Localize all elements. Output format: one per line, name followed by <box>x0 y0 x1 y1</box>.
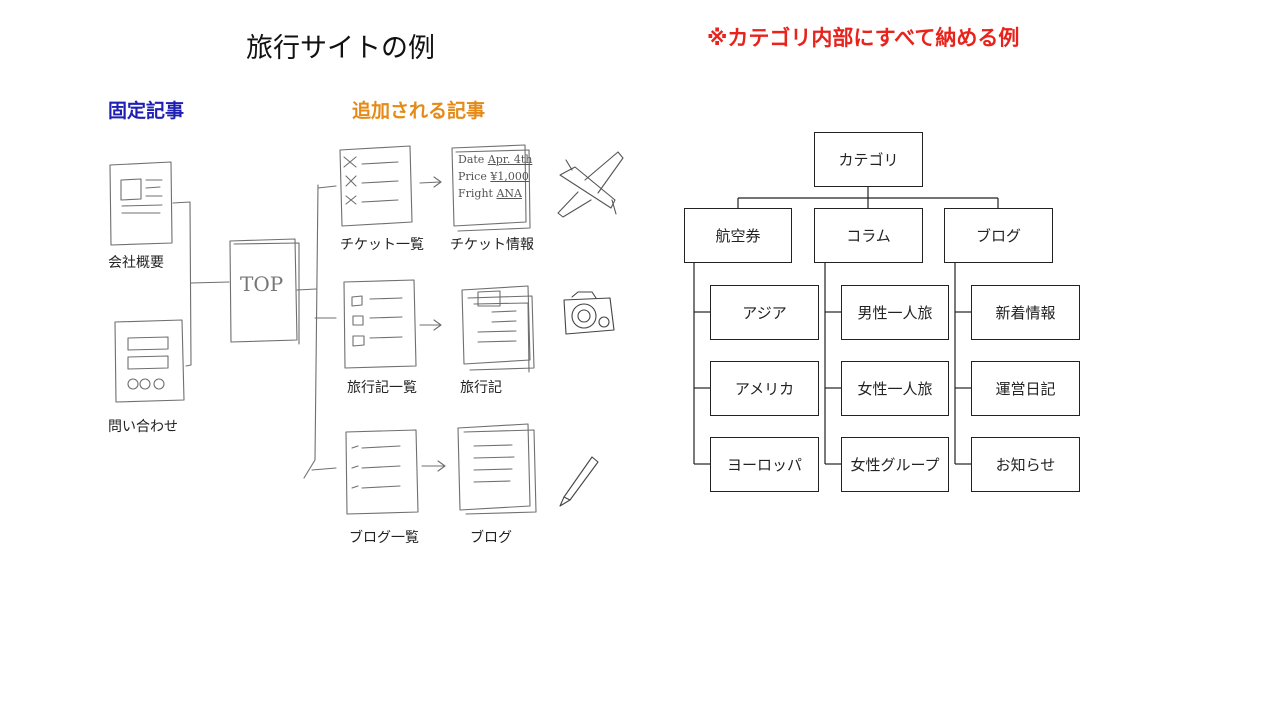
tree-leaf-female-solo: 女性一人旅 <box>841 361 949 416</box>
company-overview-label: 会社概要 <box>108 255 164 271</box>
pen-icon <box>559 456 599 507</box>
top-label: TOP <box>240 272 284 296</box>
ticket-info-label: チケット情報 <box>450 237 534 253</box>
blog-list-label: ブログ一覧 <box>349 530 419 546</box>
contact-label: 問い合わせ <box>108 419 178 435</box>
airplane-icon <box>557 151 624 218</box>
added-articles-heading: 追加される記事 <box>352 100 486 122</box>
tree-leaf-america: アメリカ <box>710 361 819 416</box>
tree-leaf-asia: アジア <box>710 285 819 340</box>
ticket-detail-sketch <box>451 144 531 232</box>
blog-detail-sketch <box>457 423 537 515</box>
tree-node-column: コラム <box>814 208 923 263</box>
travel-record-label: 旅行記 <box>460 380 502 396</box>
tree-leaf-admin-diary: 運営日記 <box>971 361 1080 416</box>
ticket-list-label: チケット一覧 <box>340 237 424 253</box>
tree-leaf-male-solo: 男性一人旅 <box>841 285 949 340</box>
top-page-sketch <box>229 238 300 345</box>
tree-root-category: カテゴリ <box>814 132 923 187</box>
tree-node-blog: ブログ <box>944 208 1053 263</box>
tree-node-airline-tickets: 航空券 <box>684 208 792 263</box>
company-page-sketch <box>109 161 173 246</box>
contact-page-sketch <box>114 319 185 403</box>
ticket-list-sketch <box>339 145 413 227</box>
ticket-field-flight: Fright ANA <box>458 187 522 200</box>
tree-leaf-female-group: 女性グループ <box>841 437 949 492</box>
tree-leaf-notices: お知らせ <box>971 437 1080 492</box>
fixed-articles-heading: 固定記事 <box>108 100 185 122</box>
blog-label: ブログ <box>470 530 512 546</box>
ticket-field-price: Price ¥1,000 <box>458 170 529 183</box>
travel-list-label: 旅行記一覧 <box>347 380 417 396</box>
blog-list-sketch <box>345 429 419 515</box>
tree-leaf-europe: ヨーロッパ <box>710 437 819 492</box>
ticket-field-date: Date Apr. 4th <box>458 153 533 166</box>
travel-detail-sketch <box>461 285 535 373</box>
page-title: 旅行サイトの例 <box>246 33 435 64</box>
tree-leaf-news: 新着情報 <box>971 285 1080 340</box>
category-example-title: ※カテゴリ内部にすべて納める例 <box>707 26 1020 50</box>
travel-list-sketch <box>343 279 417 369</box>
camera-icon <box>563 291 615 335</box>
